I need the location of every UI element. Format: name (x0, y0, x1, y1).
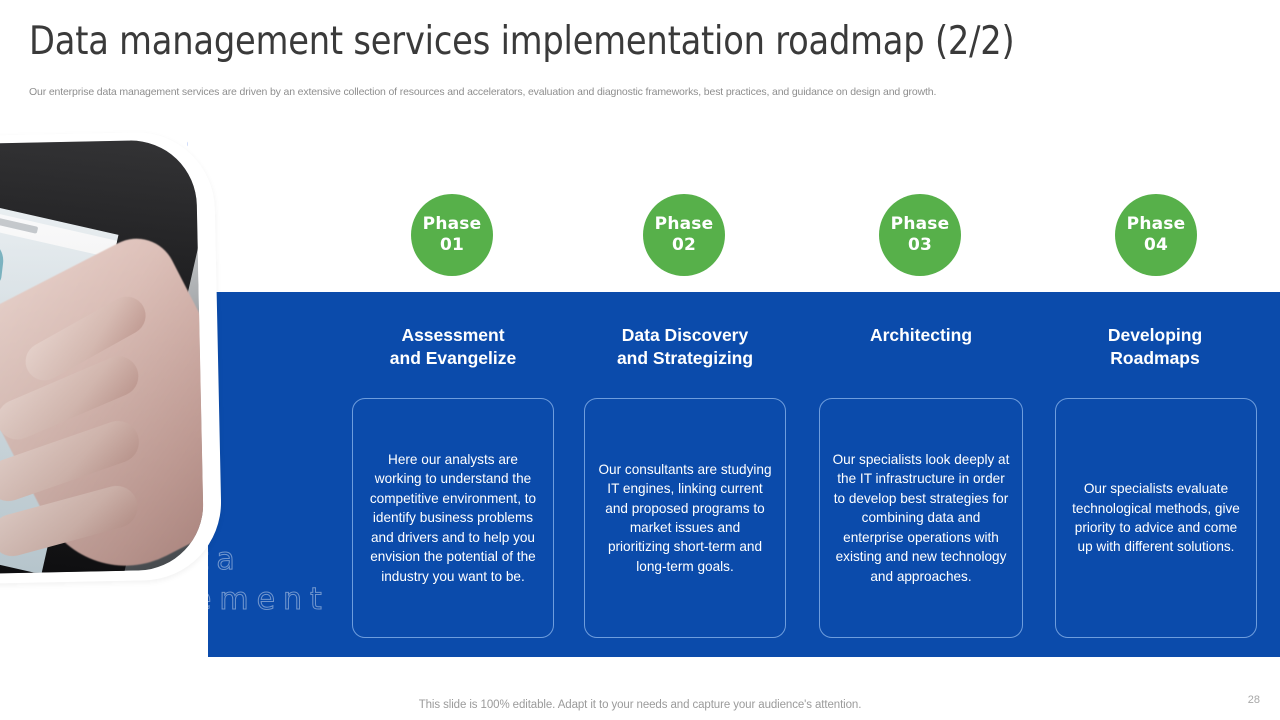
phase-badge-number: 04 (1143, 235, 1169, 255)
phase-badge-label: Phase (654, 214, 714, 234)
phase-heading-04-line1: Developing (1107, 325, 1203, 345)
phase-heading-02: Data Discovery and Strategizing (585, 324, 785, 370)
phase-heading-03-line1: Architecting (869, 325, 973, 345)
phase-card-02[interactable]: Our consultants are studying IT engines,… (584, 398, 786, 638)
phase-heading-04: Developing Roadmaps (1055, 324, 1255, 370)
phase-body-04: Our specialists evaluate technological m… (1072, 481, 1240, 555)
phase-badge-label: Phase (1126, 214, 1186, 234)
phase-body-01: Here our analysts are working to underst… (369, 452, 537, 584)
phase-badge-04[interactable]: Phase 04 (1115, 194, 1197, 276)
phase-heading-04-line2: Roadmaps (1110, 348, 1200, 368)
phase-badge-label: Phase (422, 214, 482, 234)
phase-body-03: Our specialists look deeply at the IT in… (832, 452, 1010, 584)
phase-card-03[interactable]: Our specialists look deeply at the IT in… (819, 398, 1023, 638)
tablet-photo-image (0, 139, 205, 574)
phase-badge-number: 01 (439, 235, 465, 255)
phase-badge-02[interactable]: Phase 02 (643, 194, 725, 276)
page-title: Data management services implementation … (29, 19, 1015, 64)
phase-card-01[interactable]: Here our analysts are working to underst… (352, 398, 554, 638)
phase-badge-label: Phase (890, 214, 950, 234)
phase-heading-01-line1: Assessment (401, 325, 505, 345)
phase-heading-02-line1: Data Discovery (621, 325, 749, 345)
phase-heading-02-line2: and Strategizing (616, 348, 754, 368)
watermark-line-2: Management (52, 582, 330, 618)
phase-body-02: Our consultants are studying IT engines,… (598, 461, 772, 574)
phase-badge-01[interactable]: Phase 01 (411, 194, 493, 276)
tablet-photo-block (0, 130, 223, 584)
blue-content-panel (208, 292, 1280, 657)
phase-badge-number: 03 (907, 235, 933, 255)
phase-badge-number: 02 (671, 235, 697, 255)
phase-heading-03: Architecting (820, 324, 1022, 347)
phase-heading-01-line2: and Evangelize (389, 348, 517, 368)
phase-heading-01: Assessment and Evangelize (353, 324, 553, 370)
page-number: 28 (1247, 694, 1260, 706)
page-subtitle: Our enterprise data management services … (29, 86, 937, 98)
phase-card-04[interactable]: Our specialists evaluate technological m… (1055, 398, 1257, 638)
phase-badge-03[interactable]: Phase 03 (879, 194, 961, 276)
photo-shading (0, 139, 205, 574)
footer-note: This slide is 100% editable. Adapt it to… (418, 699, 862, 711)
